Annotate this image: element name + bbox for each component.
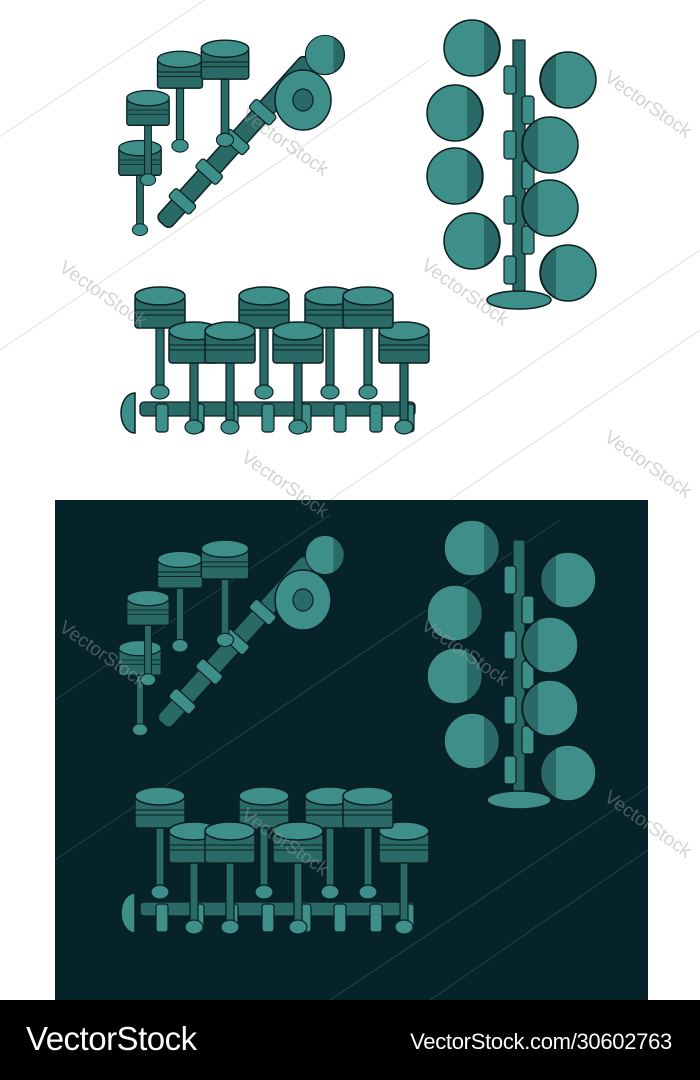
watermark-lines-light [0,0,700,521]
engine-illustration: VectorStock VectorStock VectorStock Vect… [0,0,700,1000]
footer-brand: VectorStock [26,1020,197,1057]
footer-bar: VectorStock VectorStock.com/30602763 [0,1000,700,1080]
engine-set-light-background [0,0,700,521]
footer-image-id: VectorStock.com/30602763 [410,1029,672,1054]
engine-set-dark-background [54,500,649,1000]
